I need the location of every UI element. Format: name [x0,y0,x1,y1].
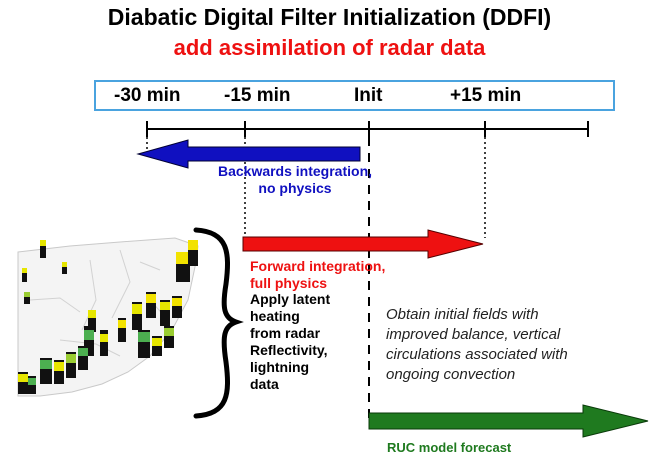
tick-label-minus30: -30 min [114,85,181,106]
page-subtitle: add assimilation of radar data [173,35,486,60]
tick-label-plus15: +15 min [450,85,522,106]
latent-line: Apply latent [250,291,331,307]
radar-reflectivity-map-image [17,237,199,397]
forecast-arrow [368,404,649,438]
backward-label-line1: Backwards integration, [217,163,373,179]
latent-heating-label: Apply latent heating from radar Reflecti… [250,291,330,393]
latent-line: Reflectivity, [250,342,328,358]
obtain-line: improved balance, vertical [386,326,561,343]
timeline-label-box: -30 min -15 min Init +15 min [94,80,615,111]
obtain-line: ongoing convection [386,366,516,383]
backward-label: Backwards integration, no physics [190,163,400,197]
obtain-line: Obtain initial fields with [386,306,539,323]
forward-label-line2: full physics [250,275,328,291]
forward-arrow [242,229,484,259]
obtain-initial-fields-text: Obtain initial fields with improved bala… [386,305,646,385]
latent-line: heating [250,308,300,324]
backward-arrow [136,139,361,169]
forward-label-line1: Forward integration, [250,258,386,274]
tick-label-init: Init [354,85,383,106]
obtain-line: circulations associated with [386,346,568,363]
page-title: Diabatic Digital Filter Initialization (… [107,4,552,30]
tick-label-minus15: -15 min [224,85,291,106]
backward-label-line2: no physics [258,180,332,196]
forecast-label: RUC model forecast [387,440,512,455]
forward-label: Forward integration, full physics [250,258,385,292]
latent-line: data [250,376,279,392]
latent-line: lightning [250,359,310,375]
right-curly-brace [193,227,244,419]
latent-line: from radar [250,325,321,341]
